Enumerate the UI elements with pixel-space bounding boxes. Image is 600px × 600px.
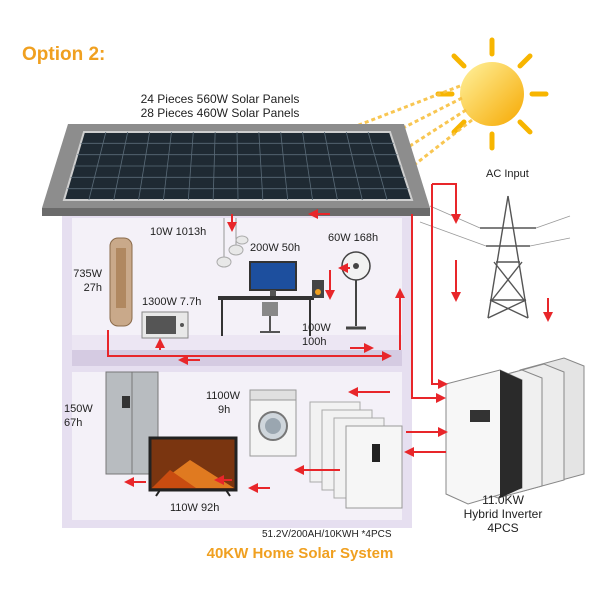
fan-label: 60W 168h xyxy=(328,232,379,244)
fridge-watts: 150W xyxy=(64,403,93,415)
lights-label: 10W 1013h xyxy=(150,226,207,238)
battery-icon xyxy=(309,401,403,509)
tower-fan-watts: 735W xyxy=(73,268,102,280)
energy-flow-lines xyxy=(107,183,553,493)
speaker-watts: 100W xyxy=(302,322,331,334)
tower-fan-hours: 27h xyxy=(83,282,102,294)
microwave-icon xyxy=(141,311,189,339)
battery-label: 51.2V/200AH/10KWH *4PCS xyxy=(262,529,392,540)
inverter-label-3: 4PCS xyxy=(487,521,519,535)
stand-fan-icon xyxy=(341,251,371,330)
flow-arrow xyxy=(431,184,448,389)
sun-icon xyxy=(435,37,549,151)
flow-arrow xyxy=(107,330,392,361)
solar-panel-icon xyxy=(62,131,414,201)
inverter-icon xyxy=(445,357,585,505)
option-title: Option 2: xyxy=(22,44,106,65)
microwave-label: 1300W 7.7h xyxy=(142,296,202,308)
washer-watts: 1100W xyxy=(206,390,241,402)
washer-icon xyxy=(249,389,297,457)
speaker-hours: 100h xyxy=(302,336,327,348)
panels-label-2: 28 Pieces 460W Solar Panels xyxy=(140,106,300,120)
fridge-hours: 67h xyxy=(64,417,83,429)
washer-hours: 9h xyxy=(218,404,231,416)
tv-icon xyxy=(148,436,238,497)
pylon-icon xyxy=(419,195,571,319)
speaker-icon xyxy=(312,280,324,298)
flow-arrow xyxy=(411,214,446,403)
system-title: 40KW Home Solar System xyxy=(206,545,394,562)
inverter-label-1: 11.0KW xyxy=(482,493,524,507)
ac-input-label: AC Input xyxy=(486,168,529,180)
flow-arrow xyxy=(432,183,461,224)
tower-fan-icon xyxy=(109,237,133,327)
tv-label: 110W 92h xyxy=(170,502,220,514)
monitor-icon xyxy=(218,261,314,336)
inverter-label-2: Hybrid Inverter xyxy=(463,507,543,521)
computer-label: 200W 50h xyxy=(250,242,301,254)
panels-label-1: 24 Pieces 560W Solar Panels xyxy=(140,92,300,106)
